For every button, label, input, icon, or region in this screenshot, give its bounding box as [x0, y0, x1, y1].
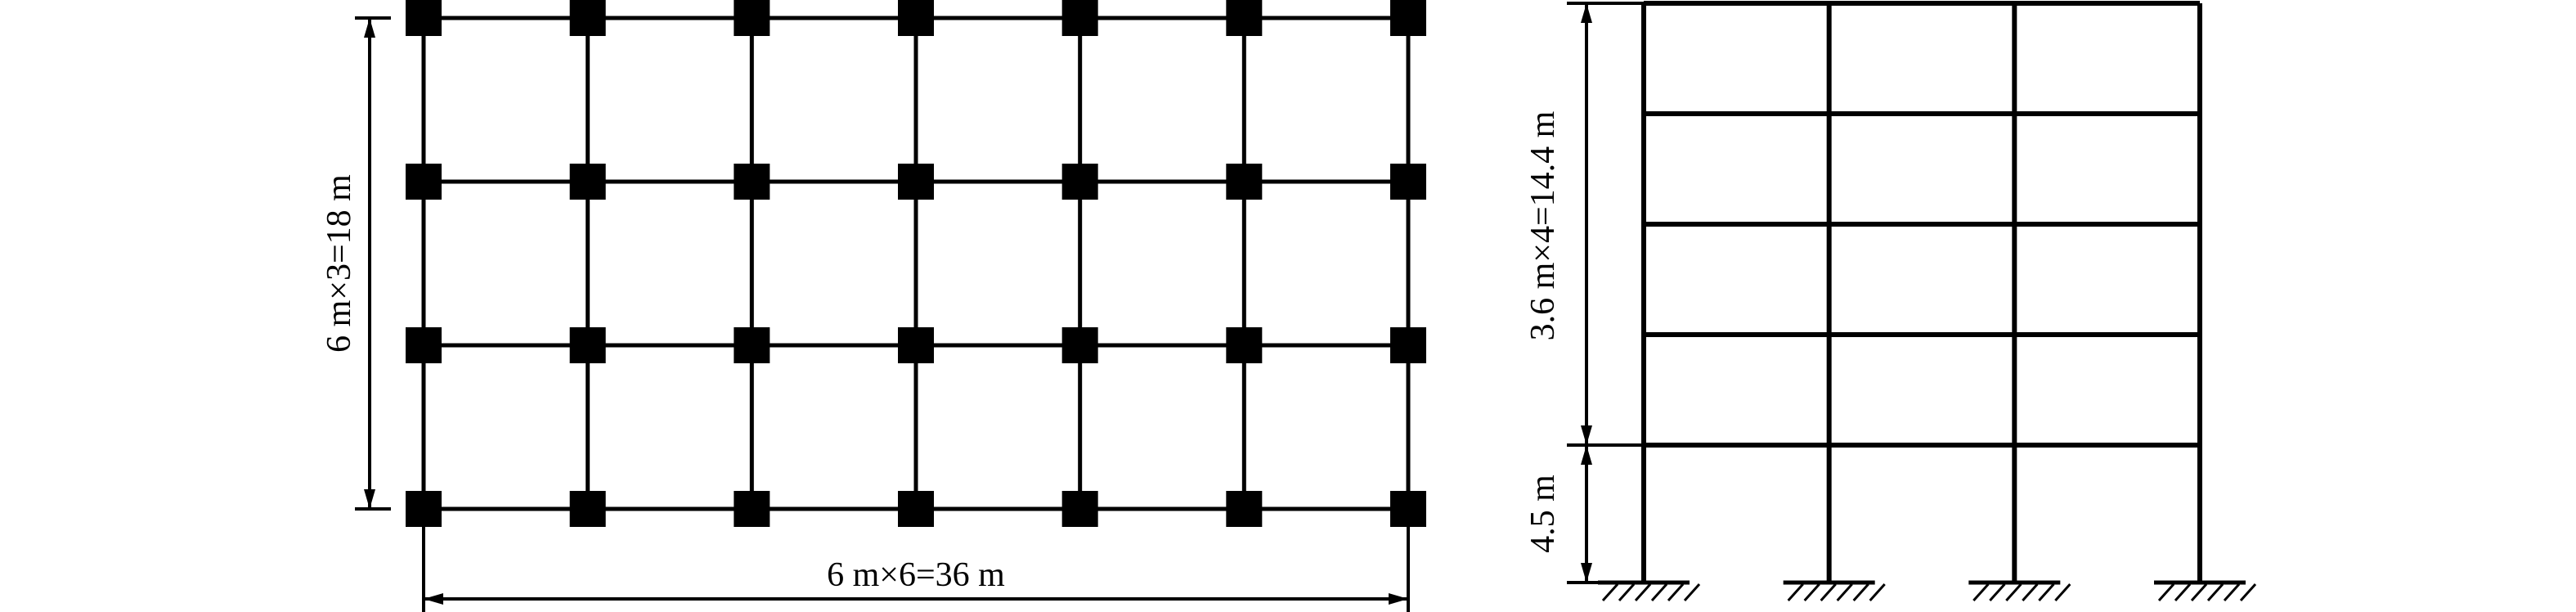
support-hatch — [1683, 583, 1701, 602]
support-hatch — [2022, 583, 2039, 602]
support-hatch — [1869, 583, 1886, 602]
plan-column — [1390, 0, 1426, 36]
plan-column — [406, 327, 442, 363]
plan-column — [898, 491, 934, 527]
plan-column — [734, 164, 770, 200]
support-hatch — [1787, 583, 1804, 602]
plan-column — [1061, 491, 1098, 527]
elevation-ground-label: 4.5 m — [1524, 475, 1562, 553]
plan-grid-lines — [421, 16, 1411, 511]
plan-column — [734, 491, 770, 527]
support-hatch — [1820, 583, 1837, 602]
fixed-supports — [1598, 580, 2257, 602]
elevation-view: 3.6 m×4=14.4 m 4.5 m — [1524, 1, 2257, 602]
plan-column — [1226, 327, 1263, 363]
support-hatch — [1972, 583, 1990, 602]
plan-column — [406, 0, 442, 36]
plan-columns — [406, 0, 1426, 527]
support-hatch — [1601, 583, 1619, 602]
plan-column — [569, 0, 606, 36]
support-hatch — [1650, 583, 1668, 602]
plan-column — [1061, 327, 1098, 363]
plan-column — [898, 0, 934, 36]
plan-column — [1390, 327, 1426, 363]
plan-column — [1061, 0, 1098, 36]
plan-column — [569, 327, 606, 363]
plan-column — [898, 327, 934, 363]
support-hatch — [1667, 583, 1685, 602]
fixed-support — [2154, 580, 2257, 602]
elevation-frame — [1641, 1, 2202, 583]
support-hatch — [1836, 583, 1853, 602]
elevation-upper-dimension: 3.6 m×4=14.4 m — [1524, 2, 1644, 447]
plan-column — [734, 0, 770, 36]
fixed-support — [1783, 580, 1886, 602]
support-hatch — [1803, 583, 1820, 602]
plan-column — [898, 164, 934, 200]
fixed-support — [1968, 580, 2071, 602]
support-hatch — [2038, 583, 2055, 602]
support-hatch — [1618, 583, 1636, 602]
plan-bay-dimension: 6 m×6=36 m — [422, 517, 1410, 612]
plan-column — [569, 491, 606, 527]
elevation-ground-dimension: 4.5 m — [1524, 445, 1644, 584]
support-hatch — [2190, 583, 2208, 602]
fixed-support — [1598, 580, 1701, 602]
support-hatch — [2054, 583, 2071, 602]
support-hatch — [2223, 583, 2241, 602]
plan-column — [1226, 164, 1263, 200]
plan-column — [1226, 491, 1263, 527]
support-hatch — [2157, 583, 2175, 602]
plan-view: 6 m×3=18 m 6 m×6=36 m — [321, 0, 1426, 612]
plan-column — [569, 164, 606, 200]
support-hatch — [1852, 583, 1869, 602]
plan-column — [1390, 164, 1426, 200]
support-hatch — [2174, 583, 2192, 602]
support-hatch — [1634, 583, 1652, 602]
support-hatch — [2005, 583, 2022, 602]
support-hatch — [2206, 583, 2224, 602]
plan-column — [1226, 0, 1263, 36]
support-hatch — [1989, 583, 2006, 602]
plan-depth-dimension: 6 m×3=18 m — [321, 16, 391, 511]
elevation-upper-label: 3.6 m×4=14.4 m — [1524, 110, 1562, 340]
plan-column — [1061, 164, 1098, 200]
plan-bay-label: 6 m×6=36 m — [827, 556, 1005, 594]
plan-column — [734, 327, 770, 363]
plan-column — [406, 164, 442, 200]
support-hatch — [2239, 583, 2257, 602]
plan-depth-label: 6 m×3=18 m — [321, 174, 358, 353]
